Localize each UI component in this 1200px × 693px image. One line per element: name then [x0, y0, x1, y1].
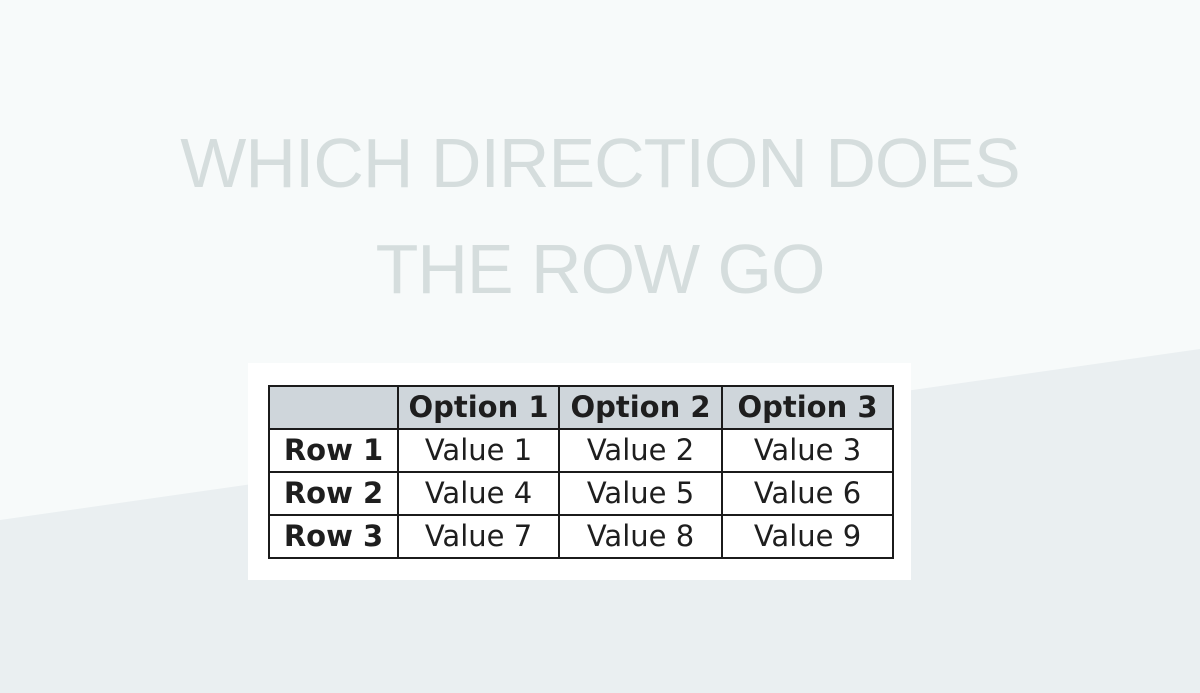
column-header-option-3: Option 3 [721, 385, 894, 430]
table-cell: Value 4 [397, 471, 560, 516]
table-cell: Value 7 [397, 514, 560, 559]
table-cell: Value 5 [558, 471, 723, 516]
corner-cell [268, 385, 399, 430]
table-cell: Value 9 [721, 514, 894, 559]
header-row: Option 1 Option 2 Option 3 [268, 385, 894, 430]
row-label: Row 3 [268, 514, 399, 559]
column-header-option-1: Option 1 [397, 385, 560, 430]
table-card: Option 1 Option 2 Option 3 Row 1 Value 1… [248, 363, 911, 580]
data-table: Option 1 Option 2 Option 3 Row 1 Value 1… [268, 385, 894, 559]
table-row: Row 1 Value 1 Value 2 Value 3 [268, 428, 894, 473]
table-cell: Value 2 [558, 428, 723, 473]
table-cell: Value 3 [721, 428, 894, 473]
row-label: Row 1 [268, 428, 399, 473]
table-cell: Value 8 [558, 514, 723, 559]
page-title-line-2: THE ROW GO [375, 230, 826, 308]
page-title: WHICH DIRECTION DOES THE ROW GO [0, 110, 1200, 322]
table-cell: Value 1 [397, 428, 560, 473]
table-row: Row 3 Value 7 Value 8 Value 9 [268, 514, 894, 559]
row-label: Row 2 [268, 471, 399, 516]
table-row: Row 2 Value 4 Value 5 Value 6 [268, 471, 894, 516]
column-header-option-2: Option 2 [558, 385, 723, 430]
table-cell: Value 6 [721, 471, 894, 516]
page-title-line-1: WHICH DIRECTION DOES [180, 124, 1020, 202]
